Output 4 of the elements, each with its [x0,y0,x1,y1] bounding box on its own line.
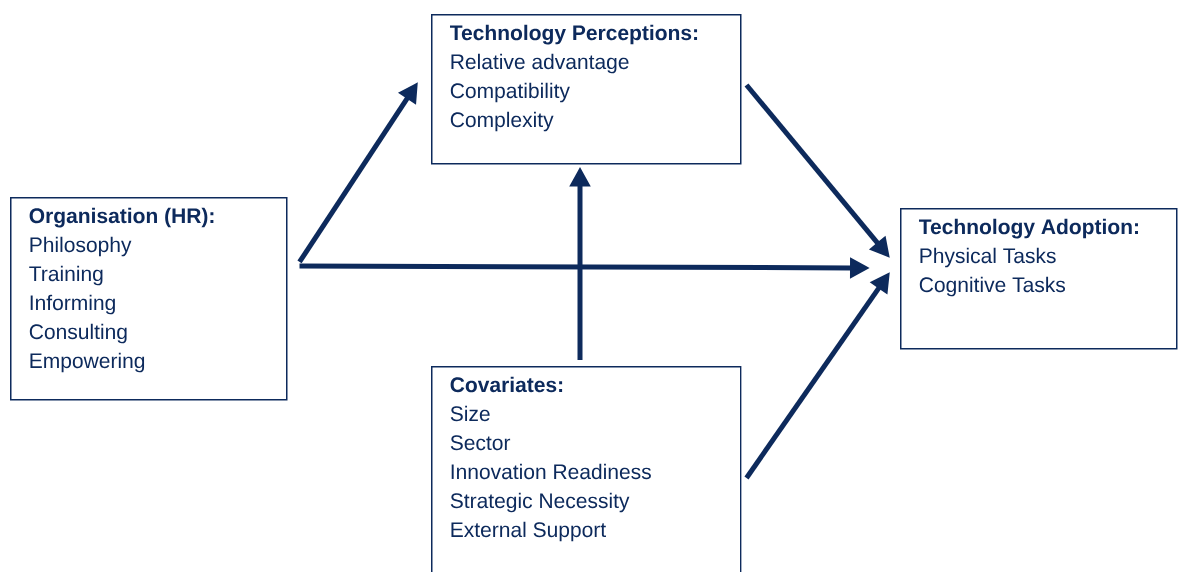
text-box: Technology Adoption: Physical Tasks Cognitive Tasks [900,208,1178,350]
text-box: Organisation (HR): Philosophy Training Informing Consulting Empowering [10,197,288,401]
text-box: Covariates: Size Sector Innovation Readiness Strategic Necessity External Support [431,366,742,572]
text-box: Technology Perceptions: Relative advantage Compatibility Complexity [431,14,742,165]
